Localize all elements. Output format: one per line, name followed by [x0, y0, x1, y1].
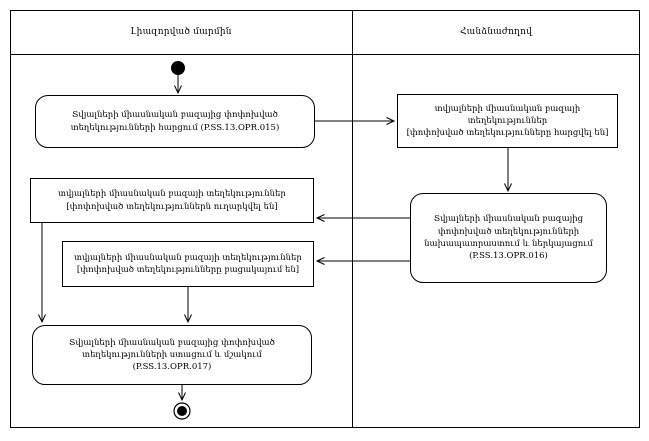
action-node-opr015-label: Տվյալների միասնական բազայից փոփոխված տեղ…	[70, 110, 280, 133]
object-node-sent-state: [փոփոխված տեղեկություններն ուղարկվել են]	[66, 201, 278, 212]
object-node-requested-title: տվյալների միասնական բազայի տեղեկությունն…	[434, 103, 581, 126]
object-node-sent: տվյալների միասնական բազայի տեղեկությունն…	[30, 178, 314, 223]
initial-node-icon	[171, 61, 185, 75]
lane-header-commission-label: Հանձնաժողով	[460, 27, 532, 37]
action-node-opr015: Տվյալների միասնական բազայից փոփոխված տեղ…	[35, 95, 315, 148]
action-node-opr017-label: Տվյալների միասնական բազայից փոփոխված տեղ…	[69, 337, 275, 373]
object-node-requested-state: [փոփոխված տեղեկությունները հարցվել են]	[406, 128, 609, 139]
lane-header-divider	[10, 54, 640, 55]
object-node-missing-state: [փոփոխված տեղեկությունները բացակայում են…	[76, 265, 300, 275]
final-node-core-icon	[177, 406, 187, 416]
action-node-opr017: Տվյալների միասնական բազայից փոփոխված տեղ…	[32, 325, 312, 385]
action-node-opr016-label: Տվյալների միասնական բազայից փոփոխված տեղ…	[424, 214, 593, 262]
object-node-missing-title: տվյալների միասնական բազայի տեղեկությունն…	[74, 252, 302, 263]
lane-header-authorized-body: Լիազորված մարմին	[10, 10, 352, 54]
object-node-sent-title: տվյալների միասնական բազայի տեղեկությունն…	[58, 189, 286, 200]
object-node-requested: տվյալների միասնական բազայի տեղեկությունն…	[397, 94, 618, 148]
final-node-ring-icon	[173, 402, 191, 420]
lane-header-commission: Հանձնաժողով	[352, 10, 640, 54]
action-node-opr016: Տվյալների միասնական բազայից փոփոխված տեղ…	[410, 193, 607, 283]
object-node-missing: տվյալների միասնական բազայի տեղեկությունն…	[62, 241, 314, 287]
lane-header-authorized-body-label: Լիազորված մարմին	[130, 27, 232, 37]
